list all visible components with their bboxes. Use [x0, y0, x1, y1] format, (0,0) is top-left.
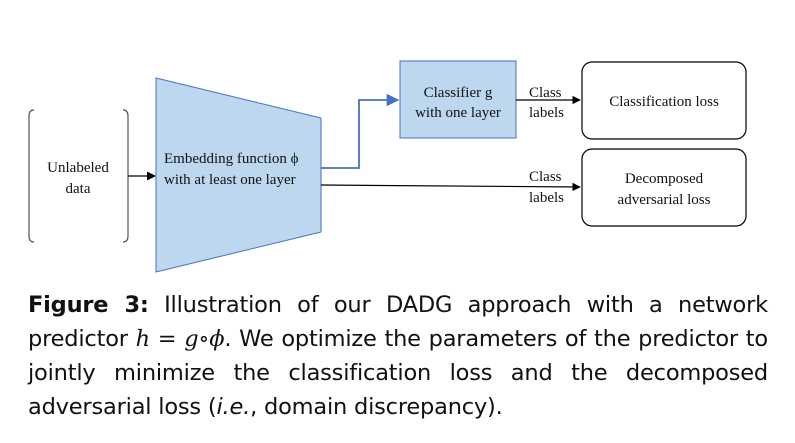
- caption-text-2: . We optimize the parameters of the pred…: [28, 326, 768, 420]
- class-labels-bottom-line2: labels: [529, 190, 564, 206]
- input-label-line2: data: [66, 181, 91, 197]
- embedding-to-adversarial-arrow: [320, 182, 581, 192]
- embedding-block: Embedding function ϕ with at least one l…: [155, 77, 322, 273]
- dadg-diagram: Unlabeled data Embedding function ϕ with…: [28, 60, 747, 273]
- adversarial-loss-label-line2: adversarial loss: [618, 192, 711, 208]
- classification-loss-box: Classification loss: [581, 61, 747, 140]
- class-labels-bottom-line1: Class: [529, 169, 562, 185]
- adversarial-loss-box: Decomposed adversarial loss: [581, 148, 747, 227]
- input-label-line1: Unlabeled: [47, 160, 109, 176]
- classifier-block: Classifier g with one layer: [399, 60, 517, 139]
- caption-text-1: Illustration of our DADG approach with a…: [28, 292, 769, 352]
- figure-label: Figure 3:: [28, 292, 149, 318]
- caption-ie: i.e.: [216, 394, 251, 420]
- input-data-bracket: Unlabeled data: [28, 109, 129, 243]
- class-labels-top-line1: Class: [529, 85, 562, 101]
- caption-text-3: , domain discrepancy).: [250, 394, 503, 420]
- classifier-label-line2: with one layer: [415, 105, 501, 121]
- embedding-to-classifier-arrow: [321, 93, 400, 169]
- embedding-label-line1: Embedding function ϕ: [164, 151, 299, 167]
- adversarial-loss-label-line1: Decomposed: [625, 171, 704, 187]
- class-labels-top-line2: labels: [529, 105, 564, 121]
- figure-caption: Figure 3: Illustration of our DADG appro…: [28, 288, 768, 424]
- classification-loss-label: Classification loss: [609, 94, 719, 110]
- embedding-label-line2: with at least one layer: [164, 172, 296, 188]
- classifier-label-line1: Classifier g: [424, 85, 493, 101]
- caption-math: h = g∘ϕ: [135, 326, 225, 352]
